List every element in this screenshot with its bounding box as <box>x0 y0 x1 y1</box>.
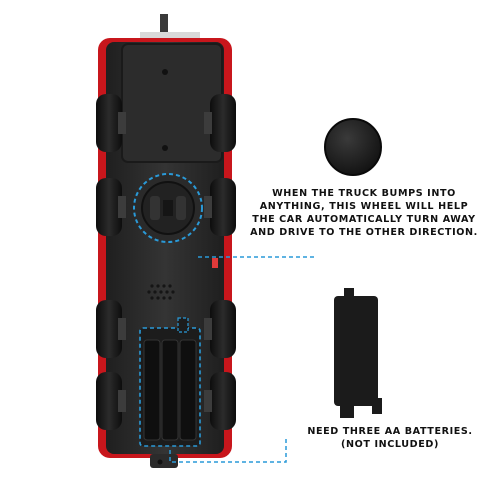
screw-hole <box>162 145 168 151</box>
top-bumper <box>140 32 200 42</box>
power-switch <box>160 14 168 34</box>
wheel-caption: WHEN THE TRUCK BUMPS INTO ANYTHING, THIS… <box>248 187 480 239</box>
front-cover <box>121 43 223 163</box>
tire <box>210 94 236 152</box>
wheel-caption-line: THE CAR AUTOMATICALLY TURN AWAY <box>252 214 476 225</box>
bump-wheel <box>325 119 381 175</box>
battery-caption: NEED THREE AA BATTERIES. (NOT INCLUDED) <box>300 425 480 451</box>
tire <box>96 372 122 430</box>
battery-caption-line: (NOT INCLUDED) <box>341 439 439 450</box>
tire <box>210 372 236 430</box>
tire <box>210 178 236 236</box>
wheel-closeup <box>324 118 382 176</box>
battery-caption-line: NEED THREE AA BATTERIES. <box>307 426 473 437</box>
speaker-grille <box>147 284 175 300</box>
wheel-caption-line: WHEN THE TRUCK BUMPS INTO <box>272 188 456 199</box>
battery-cover <box>334 288 382 418</box>
tire <box>96 94 122 152</box>
toy-truck <box>96 14 236 468</box>
tire <box>210 300 236 358</box>
tire <box>96 178 122 236</box>
tires-left <box>96 94 122 430</box>
wheel-caption-line: AND DRIVE TO THE OTHER DIRECTION. <box>250 227 478 238</box>
screw-hole <box>162 69 168 75</box>
wheel-caption-line: ANYTHING, THIS WHEEL WILL HELP <box>259 201 469 212</box>
tires-right <box>210 94 236 430</box>
callout-line-battery <box>169 438 287 463</box>
tire <box>96 300 122 358</box>
